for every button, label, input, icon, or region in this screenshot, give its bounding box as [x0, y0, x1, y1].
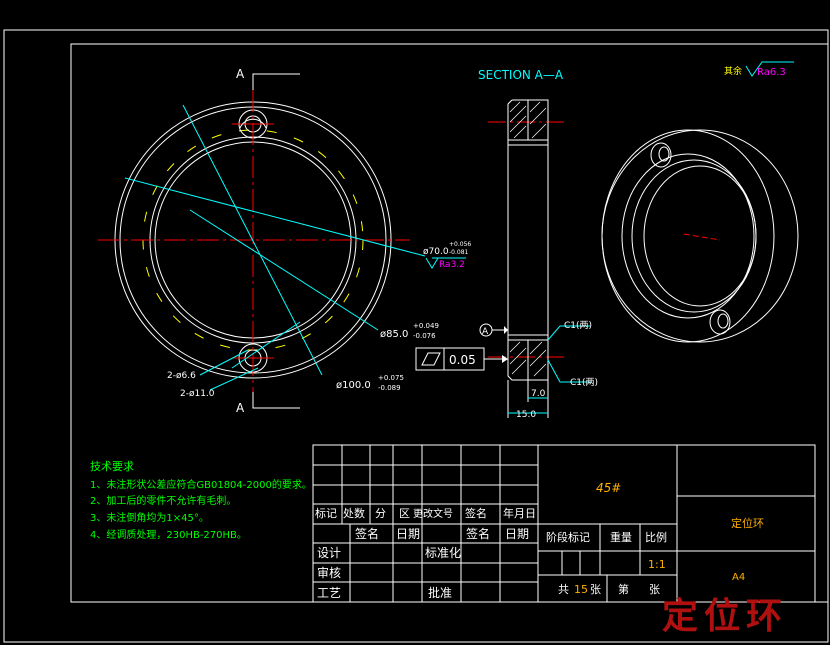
tb-role-process: 工艺	[317, 586, 341, 600]
tb-role-review: 审核	[317, 565, 341, 580]
tb-header-0: 标记	[315, 506, 337, 520]
dim-d70: ø70.0	[423, 247, 449, 257]
dim-d85-tol-up: +0.049	[413, 322, 439, 330]
tb-scale-value: 1:1	[648, 558, 666, 571]
dim-width-7: 7.0	[531, 389, 546, 399]
roughness-prefix: 其余	[724, 65, 742, 77]
tb-paper-size: A4	[732, 572, 745, 583]
roughness-ra32: Ra3.2	[425, 257, 466, 270]
tech-req-title: 技术要求	[90, 460, 134, 473]
tb-header-6: 年月日	[503, 506, 536, 520]
tb-date-2: 日期	[505, 527, 529, 541]
tb-header-5: 签名	[465, 506, 487, 520]
tech-req-item-2: 2、加工后的零件不允许有毛刺。	[90, 494, 236, 507]
dim-hole-small: 2-ø6.6	[167, 371, 196, 381]
tb-scale-label: 比例	[645, 530, 667, 544]
section-title: SECTION A—A	[478, 68, 564, 82]
chamfer-top: C1(两)	[564, 320, 592, 331]
dim-width-15: 15.0	[516, 410, 536, 420]
watermark-text: 定位环	[662, 596, 788, 637]
tb-sheet-no-pre: 第	[618, 582, 629, 596]
dim-d70-tol-up: +0.056	[449, 241, 471, 248]
front-view	[98, 73, 426, 409]
dim-d85-tol-dn: -0.076	[413, 332, 436, 340]
ra32-text: Ra3.2	[439, 260, 465, 270]
tb-sheets-pre: 共	[558, 583, 569, 596]
dim-d100: ø100.0	[336, 380, 371, 391]
chamfer-bottom: C1(两)	[570, 377, 598, 388]
title-block-roles: 设计 审核 工艺 标准化 批准	[317, 546, 461, 600]
tb-part-name: 定位环	[731, 516, 764, 530]
tb-sheet-no-post: 张	[649, 583, 660, 596]
dim-d100-tol-dn: -0.089	[378, 384, 401, 392]
roughness-value: Ra6.3	[757, 67, 786, 78]
tb-header-4: 更改文号	[413, 507, 453, 520]
tb-sign-2: 签名	[466, 526, 490, 541]
dim-hole-large: 2-ø11.0	[180, 389, 215, 399]
tech-requirements: 技术要求 1、未注形状公差应符合GB01804-2000的要求。 2、加工后的零…	[90, 460, 312, 541]
parallel-value: 0.05	[449, 353, 476, 367]
section-view	[415, 99, 592, 418]
tb-approve: 批准	[428, 585, 452, 600]
isometric-view	[601, 129, 799, 343]
tech-req-item-1: 1、未注形状公差应符合GB01804-2000的要求。	[90, 478, 312, 491]
section-mark-top: A	[236, 67, 245, 81]
tb-sign-1: 签名	[355, 526, 379, 541]
tb-weight: 重量	[610, 530, 632, 544]
tb-header-3: 区	[399, 507, 410, 520]
title-block-grid	[312, 444, 816, 603]
datum-letter: A	[482, 327, 489, 337]
roughness-ra63-symbol	[745, 61, 794, 77]
tech-req-item-3: 3、未注倒角均为1×45°。	[90, 511, 209, 524]
tb-material: 45#	[596, 481, 621, 495]
dim-d70-tol-dn: -0.081	[449, 249, 469, 256]
tb-date-1: 日期	[396, 527, 420, 541]
tb-standardize: 标准化	[425, 546, 461, 560]
dim-d100-tol-up: +0.075	[378, 374, 404, 382]
section-mark-bottom: A	[236, 401, 245, 415]
dim-d85: ø85.0	[380, 329, 408, 340]
tb-sheets-total: 15	[574, 583, 588, 596]
title-block-header-row: 标记 处数 分 区 更改文号 签名 年月日	[315, 506, 536, 520]
tech-req-item-4: 4、经调质处理，230HB-270HB。	[90, 528, 247, 541]
tb-sheets: 共 15 张 第 张	[558, 582, 660, 596]
tb-sheets-post: 张	[590, 583, 601, 596]
title-block-row2: 签名 日期 签名 日期	[355, 526, 529, 541]
tb-header-2: 分	[375, 507, 386, 520]
tb-role-design: 设计	[317, 546, 341, 560]
tb-header-1: 处数	[343, 507, 365, 520]
tb-stage-mark: 阶段标记	[546, 530, 590, 544]
